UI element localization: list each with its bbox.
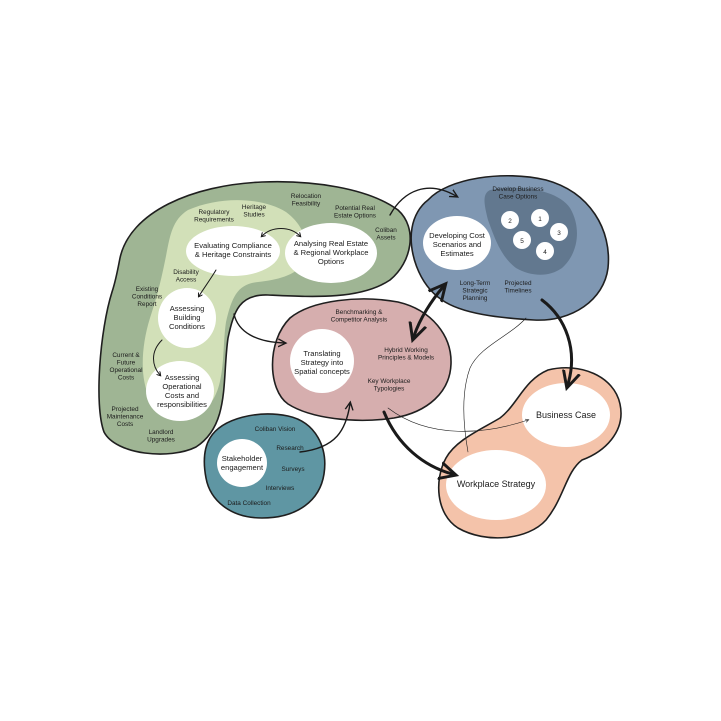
option-label-5: 5	[520, 238, 524, 245]
option-label-1: 1	[538, 216, 542, 223]
workplace-strategy-circle	[446, 450, 546, 520]
node-stakeholder-circle	[217, 439, 267, 487]
connectors	[153, 187, 572, 474]
arrow-building-operational	[153, 339, 163, 375]
option-circle-2	[501, 211, 519, 229]
label-data-collection: Data Collection	[227, 500, 271, 507]
option-label-4: 4	[543, 249, 547, 256]
business-case-text: Business Case	[536, 410, 596, 420]
label-benchmarking: Benchmarking &Competitor Analysis	[331, 309, 387, 324]
node-operational-circle	[146, 361, 214, 421]
blue-region	[410, 175, 610, 321]
node-compliance-text: Evaluating Compliance& Heritage Constrai…	[194, 241, 272, 259]
option-circle-4	[536, 242, 554, 260]
option-circle-5	[513, 231, 531, 249]
node-cost-circle	[423, 216, 491, 270]
option-label-2: 2	[508, 218, 512, 225]
node-compliance-circle	[186, 226, 280, 276]
arrow-compliance-real-estate	[262, 228, 300, 237]
arrow-compliance-building	[199, 269, 217, 296]
arrow-teal-to-pink	[299, 404, 350, 453]
business-case-circle	[522, 383, 610, 447]
arrow-green-to-blue	[389, 187, 456, 216]
blue-inner-blob	[484, 187, 577, 275]
peach-region	[437, 366, 622, 539]
label-coliban-vision: Coliban Vision	[255, 426, 296, 433]
arrow-pink-to-business-case-thin	[387, 407, 528, 432]
arrow-blue-to-business-case	[540, 298, 572, 384]
node-real-estate-circle	[285, 223, 377, 283]
option-label-3: 3	[557, 230, 561, 237]
node-translate-circle	[290, 329, 354, 393]
label-surveys: Surveys	[281, 466, 304, 473]
node-real-estate-text: Analysing Real Estate& Regional Workplac…	[294, 239, 369, 266]
green-texts: Evaluating Compliance& Heritage Constrai…	[107, 193, 398, 444]
arrow-pink-to-workplace	[382, 410, 452, 474]
option-circle-3	[550, 223, 568, 241]
workplace-strategy-text: Workplace Strategy	[457, 479, 536, 489]
arrow-green-to-pink	[233, 313, 284, 343]
line-blue-thin-curve	[463, 317, 527, 453]
teal-region	[203, 413, 326, 519]
arrow-blue-pink-bidirectional	[414, 287, 443, 336]
peach-texts: Business Case Workplace Strategy	[457, 410, 596, 489]
option-circle-1	[531, 209, 549, 227]
pink-region	[271, 298, 452, 422]
node-building-circle	[158, 288, 216, 348]
green-region	[98, 180, 411, 455]
label-research: Research	[276, 445, 304, 452]
label-interviews: Interviews	[266, 485, 295, 492]
